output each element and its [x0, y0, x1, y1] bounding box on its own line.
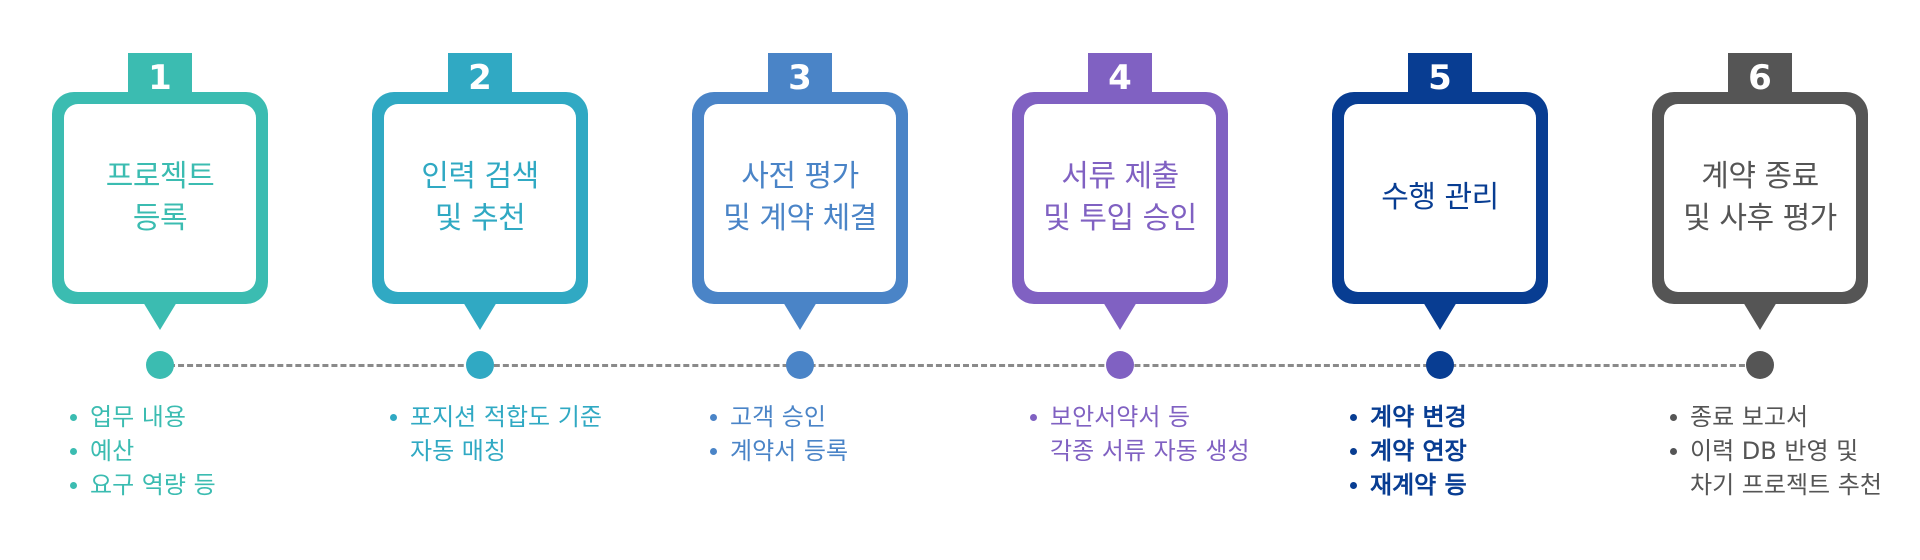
step-pointer: [463, 302, 497, 330]
step-pointer: [783, 302, 817, 330]
step-pointer: [1423, 302, 1457, 330]
process-step-5: 5 수행 관리 계약 변경 계약 연장 재계약 등: [1280, 0, 1600, 560]
detail-item: 계약 변경: [1348, 400, 1467, 434]
detail-item: 예산: [68, 434, 216, 468]
step-details: 업무 내용 예산 요구 역량 등: [68, 400, 216, 502]
timeline-dot: [146, 351, 174, 379]
process-step-6: 6 계약 종료 및 사후 평가 종료 보고서 이력 DB 반영 및 차기 프로젝…: [1600, 0, 1920, 560]
step-card: 수행 관리: [1344, 104, 1536, 292]
detail-item: 보안서약서 등 각종 서류 자동 생성: [1028, 400, 1250, 468]
process-step-1: 1 프로젝트 등록 업무 내용 예산 요구 역량 등: [0, 0, 320, 560]
step-card: 사전 평가 및 계약 체결: [704, 104, 896, 292]
detail-item: 계약 연장: [1348, 434, 1467, 468]
detail-item: 고객 승인: [708, 400, 848, 434]
step-title: 계약 종료 및 사후 평가: [1683, 159, 1837, 236]
timeline-dot: [1746, 351, 1774, 379]
timeline-dot: [1426, 351, 1454, 379]
step-pointer: [1743, 302, 1777, 330]
step-pointer: [143, 302, 177, 330]
timeline-dot: [1106, 351, 1134, 379]
step-frame: 인력 검색 및 추천: [372, 92, 588, 304]
step-details: 계약 변경 계약 연장 재계약 등: [1348, 400, 1467, 502]
process-step-2: 2 인력 검색 및 추천 포지션 적합도 기준 자동 매칭: [320, 0, 640, 560]
detail-item: 요구 역량 등: [68, 468, 216, 502]
step-title: 사전 평가 및 계약 체결: [723, 159, 877, 236]
step-card: 인력 검색 및 추천: [384, 104, 576, 292]
step-card: 계약 종료 및 사후 평가: [1664, 104, 1856, 292]
detail-item: 이력 DB 반영 및 차기 프로젝트 추천: [1668, 434, 1882, 502]
step-details: 포지션 적합도 기준 자동 매칭: [388, 400, 602, 468]
step-pointer: [1103, 302, 1137, 330]
step-card: 서류 제출 및 투입 승인: [1024, 104, 1216, 292]
process-step-4: 4 서류 제출 및 투입 승인 보안서약서 등 각종 서류 자동 생성: [960, 0, 1280, 560]
timeline-dashed-line: [160, 364, 1772, 367]
detail-item: 업무 내용: [68, 400, 216, 434]
step-frame: 프로젝트 등록: [52, 92, 268, 304]
process-step-3: 3 사전 평가 및 계약 체결 고객 승인 계약서 등록: [640, 0, 960, 560]
detail-item: 종료 보고서: [1668, 400, 1882, 434]
timeline-dot: [786, 351, 814, 379]
step-title: 프로젝트 등록: [105, 159, 215, 236]
step-frame: 계약 종료 및 사후 평가: [1652, 92, 1868, 304]
step-title: 인력 검색 및 추천: [421, 159, 539, 236]
step-details: 고객 승인 계약서 등록: [708, 400, 848, 468]
step-details: 종료 보고서 이력 DB 반영 및 차기 프로젝트 추천: [1668, 400, 1882, 502]
step-details: 보안서약서 등 각종 서류 자동 생성: [1028, 400, 1250, 468]
step-frame: 서류 제출 및 투입 승인: [1012, 92, 1228, 304]
detail-item: 포지션 적합도 기준 자동 매칭: [388, 400, 602, 468]
detail-item: 계약서 등록: [708, 434, 848, 468]
detail-item: 재계약 등: [1348, 468, 1467, 502]
step-frame: 사전 평가 및 계약 체결: [692, 92, 908, 304]
step-card: 프로젝트 등록: [64, 104, 256, 292]
timeline-dot: [466, 351, 494, 379]
step-frame: 수행 관리: [1332, 92, 1548, 304]
step-title: 수행 관리: [1381, 180, 1499, 215]
step-title: 서류 제출 및 투입 승인: [1043, 159, 1197, 236]
